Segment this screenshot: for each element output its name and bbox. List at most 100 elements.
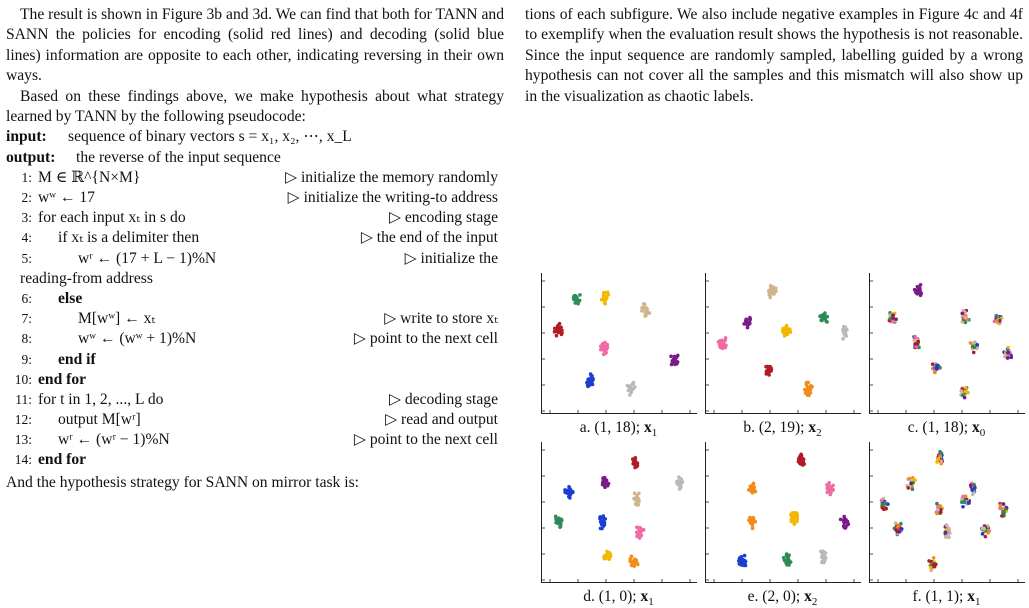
scatter-point: [603, 480, 607, 484]
caption-label: b. (2, 19);: [743, 419, 809, 436]
caption-subscript: 1: [648, 596, 654, 608]
subfigure-caption: d. (1, 0); x1: [541, 588, 696, 608]
scatter-point: [603, 298, 608, 303]
scatter-point: [1001, 502, 1006, 506]
scatter-point: [963, 389, 968, 394]
algo-line: 13:wʳ ← (wʳ − 1)%N▷ point to the next ce…: [6, 430, 504, 450]
scatter-point: [937, 365, 942, 370]
algo-line: 7:M[wʷ] ← xₜ▷ write to store xₜ: [6, 309, 504, 329]
scatter-point: [769, 367, 774, 372]
scatter-point: [915, 291, 920, 296]
scatter-point: [918, 286, 922, 291]
algo-line-comment: ▷ initialize the writing-to address: [287, 189, 498, 206]
caption-label: f. (1, 1);: [912, 588, 968, 605]
cluster-purple: [742, 315, 753, 330]
scatter-point: [602, 348, 606, 353]
algo-line-number: 14:: [14, 452, 32, 468]
algo-line-number: 8:: [21, 331, 32, 347]
scatter-point: [643, 307, 648, 312]
scatter-point: [605, 342, 610, 347]
scatter-point: [765, 364, 769, 369]
algo-line-number: 7:: [21, 311, 32, 327]
scatter-point: [945, 523, 949, 528]
scatter-point: [786, 557, 791, 561]
algo-line: 5:wʳ ← (17 + L − 1)%N▷ initialize the: [6, 249, 504, 269]
algo-line-body: else: [58, 289, 83, 307]
scatter-point: [669, 362, 674, 367]
algo-line-body: for t in 1, 2, ..., L do: [38, 390, 164, 408]
scatter-point: [882, 507, 886, 512]
scatter-point: [961, 494, 965, 499]
scatter-point: [677, 487, 682, 491]
scatter-point: [943, 530, 948, 535]
scatter-point: [554, 333, 559, 338]
scatter-point: [768, 295, 773, 300]
caption-subscript: 0: [979, 427, 986, 440]
scatter-point: [676, 478, 681, 483]
scatter-point: [631, 382, 635, 386]
scatter-point: [632, 459, 636, 464]
scatter-point: [601, 290, 606, 295]
paragraph-hypothesis: Based on these findings above, we make h…: [6, 87, 504, 126]
scatter-point: [1001, 510, 1005, 514]
scatter-point: [675, 353, 680, 358]
cluster-gray: [674, 475, 685, 491]
cluster-purple: [669, 353, 680, 367]
algo-line-number: 13:: [14, 432, 32, 448]
scatter-point: [883, 501, 887, 505]
scatter-point: [998, 503, 1003, 507]
scatter-point: [739, 559, 744, 563]
scatter-point: [936, 507, 940, 512]
scatter-point: [628, 393, 632, 397]
caption-symbol: x: [804, 588, 812, 605]
scatter-point: [931, 556, 936, 560]
scatter-point: [634, 503, 639, 507]
scatter-point: [804, 380, 809, 385]
scatter-point: [578, 293, 582, 297]
algo-line: 10:end for: [6, 370, 504, 390]
scatter-point: [585, 380, 589, 385]
algo-line-number: 12:: [14, 412, 32, 428]
algo-line-number: 4:: [21, 230, 32, 246]
cluster-pink: [598, 340, 610, 357]
scatter-point: [640, 309, 644, 313]
cluster-gray: [819, 549, 828, 565]
algo-line: 2:wʷ ← 17▷ initialize the writing-to add…: [6, 188, 504, 208]
algo-input-keyword: input:: [6, 128, 47, 146]
scatter-point: [766, 367, 771, 372]
scatter-plot: [870, 280, 1019, 413]
scatter-point: [803, 391, 808, 395]
scatter-point: [1003, 507, 1007, 512]
scatter-point: [598, 347, 603, 352]
cluster-mix: [930, 361, 942, 375]
caption-label: c. (1, 18);: [907, 419, 972, 436]
cluster-tan: [640, 302, 652, 318]
scatter-point: [962, 500, 967, 505]
scatter-point: [559, 328, 563, 333]
scatter-point: [751, 481, 756, 486]
cluster-mix: [905, 475, 917, 492]
scatter-point: [825, 483, 829, 487]
scatter-point: [572, 295, 577, 299]
algo-line-comment: ▷ decoding stage: [389, 390, 498, 408]
scatter-point: [774, 286, 778, 291]
cluster-mix: [979, 524, 992, 539]
scatter-point: [789, 518, 794, 522]
caption-label: d. (1, 0);: [583, 588, 641, 605]
cluster-mix: [927, 556, 938, 573]
cluster-mix: [968, 481, 977, 497]
scatter-point: [677, 475, 681, 479]
scatter-plot: [706, 449, 855, 582]
scatter-point: [820, 559, 824, 564]
cluster-mix: [879, 496, 890, 512]
scatter-point: [825, 314, 830, 319]
algo-line-number: 10:: [14, 371, 32, 387]
scatter-point: [1006, 345, 1010, 350]
scatter-point: [742, 558, 747, 563]
cluster-blue: [585, 372, 595, 389]
scatter-point: [750, 526, 755, 531]
scatter-point: [963, 320, 968, 325]
scatter-point: [897, 524, 901, 528]
algo-line-body: end if: [58, 350, 96, 368]
scatter-point: [586, 384, 590, 389]
